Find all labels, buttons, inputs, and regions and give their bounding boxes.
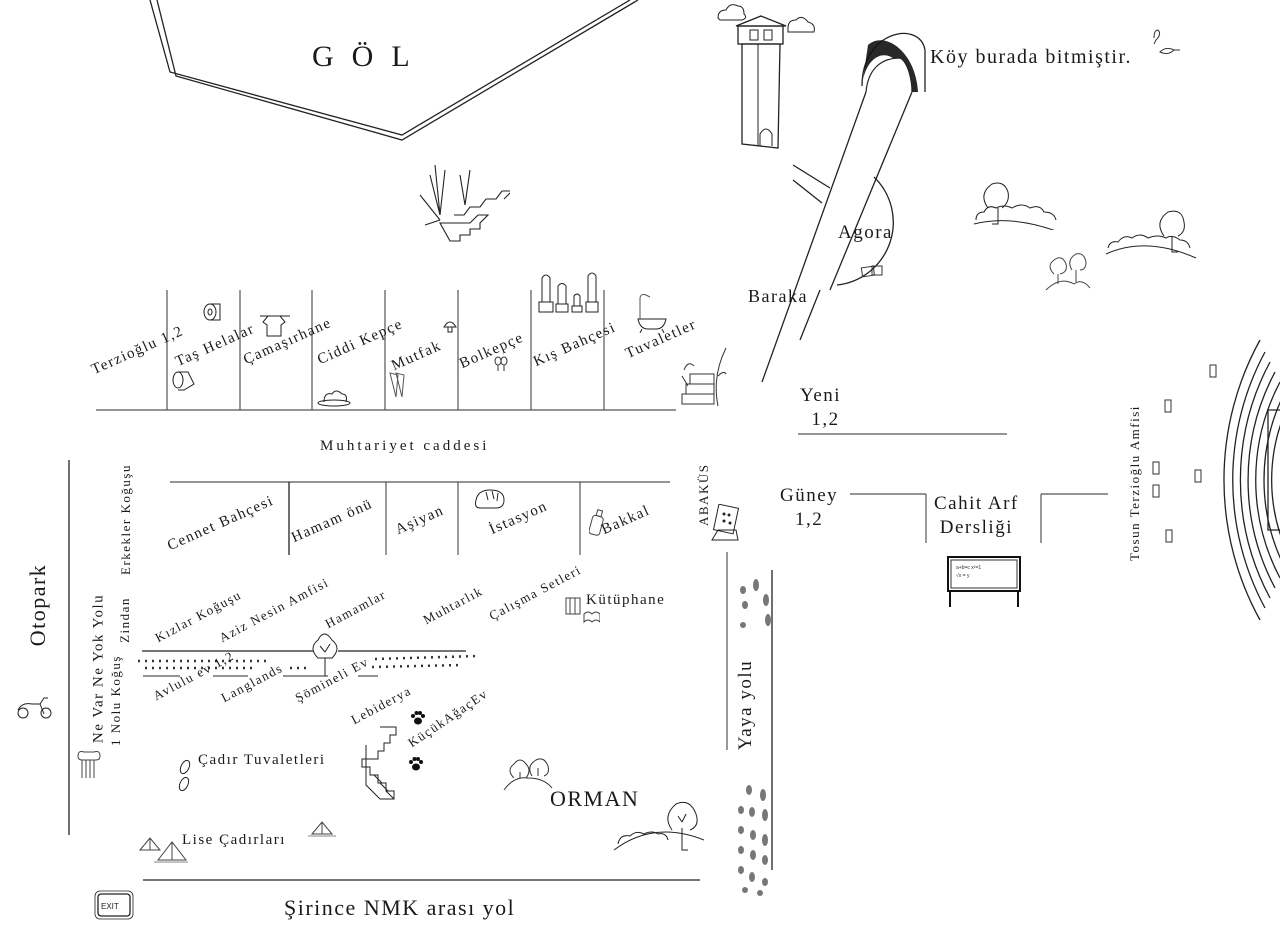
cahit-arf-line1: Cahit Arf	[934, 493, 1019, 514]
cushions-icon	[860, 265, 883, 278]
clock-tower-icon	[717, 4, 815, 149]
building-abakus[interactable]: ABAKÜS	[696, 463, 711, 526]
trees-hill-icon	[973, 182, 1057, 230]
erkekler-kogusu-text: Erkekler Koğuşu	[118, 464, 133, 575]
building-baraka[interactable]: Baraka	[748, 286, 808, 306]
slippers-icon	[178, 759, 191, 792]
village-end-label: Köy burada bitmiştir.	[930, 46, 1133, 68]
road-sirince-nmk[interactable]: Şirince NMK arası yol	[284, 895, 516, 920]
guney-line1: Güney	[780, 485, 839, 506]
area-otopark[interactable]: Otopark	[25, 563, 50, 647]
exit-sign-icon[interactable]: EXIT	[94, 890, 134, 920]
yeni-line1: Yeni	[800, 385, 842, 406]
dotted-path	[138, 650, 479, 677]
top-row-dividers	[166, 290, 605, 410]
road-yaya-yolu[interactable]: Yaya yolu	[735, 659, 756, 751]
paw-print-icon	[411, 711, 425, 725]
derslik-lines	[850, 493, 1108, 543]
building-erkekler-kogusu[interactable]: Erkekler Koğuşu	[118, 464, 133, 575]
small-trees-icon	[1045, 253, 1091, 291]
tree-icon	[312, 633, 338, 676]
paw-print-icon	[409, 757, 423, 771]
leaves-icon	[1153, 29, 1180, 55]
road-ne-var-ne-yok-yolu[interactable]: Ne Var Ne Yok Yolu	[90, 593, 107, 744]
abacus-icon	[711, 504, 740, 541]
bathtub-icon	[637, 294, 667, 333]
mushroom-icon	[443, 321, 457, 333]
area-agora[interactable]: Agora	[838, 222, 893, 243]
building-yeni[interactable]: Yeni 1,2	[800, 384, 841, 432]
middle-row-dividers	[288, 482, 581, 555]
toilet-roll-icon	[172, 371, 195, 391]
cahit-arf-line2: Dersliği	[939, 516, 1013, 538]
tunnel-road	[761, 32, 926, 383]
building-lise-cadirlari[interactable]: Lise Çadırları	[182, 832, 286, 848]
spiral-stairs-icon	[361, 726, 397, 800]
svg-text:√x = y: √x = y	[956, 572, 970, 579]
food-plate-icon	[317, 390, 351, 407]
walkway-dots	[738, 579, 771, 896]
building-guney[interactable]: Güney 1,2	[780, 484, 838, 532]
books-icon	[565, 597, 600, 624]
column-icon	[77, 751, 101, 778]
laundry-shirt-icon	[260, 315, 290, 337]
area-orman[interactable]: ORMAN	[550, 786, 640, 811]
blackboard-icon: a+b=c x²=1 √x = y	[947, 556, 1021, 607]
carrot-icon	[389, 372, 405, 398]
bushes-icon	[503, 758, 553, 791]
bottle-icon	[589, 509, 604, 536]
trees-hill-icon	[1105, 210, 1197, 259]
tosun-amphitheater	[1152, 339, 1280, 621]
forest-trees-icon	[613, 801, 704, 851]
building-cadir-tuvaletleri[interactable]: Çadır Tuvaletleri	[198, 752, 326, 768]
cat-icon	[475, 489, 505, 509]
plant-stairs-icon	[681, 347, 727, 407]
guney-line2: 1,2	[794, 508, 824, 530]
building-tosun-terzioglu-amfisi[interactable]: Tosun Terzioğlu Amfisi	[1127, 405, 1142, 561]
yeni-line2: 1,2	[811, 408, 840, 430]
spoon-icon	[494, 356, 508, 371]
lake-label: GÖL	[312, 40, 428, 73]
toilet-paper-icon	[203, 303, 221, 321]
building-1-nolu-kogus[interactable]: 1 Nolu Koğuş	[108, 655, 123, 746]
street-muhtariyet: Muhtariyet caddesi	[320, 438, 490, 454]
svg-text:a+b=c x²=1: a+b=c x²=1	[956, 565, 981, 571]
building-cahit-arf-dersligi[interactable]: Cahit Arf Dersliği	[934, 492, 1019, 540]
building-kutuphane[interactable]: Kütüphane	[586, 592, 666, 608]
tents-icon	[138, 821, 336, 863]
exit-sign-text: EXIT	[101, 902, 119, 911]
scooter-icon	[17, 697, 52, 719]
cactus-icon	[538, 272, 599, 313]
garden-stairs-icon	[419, 164, 510, 242]
building-zindan[interactable]: Zindan	[117, 597, 132, 643]
lake-outline	[149, 0, 639, 141]
